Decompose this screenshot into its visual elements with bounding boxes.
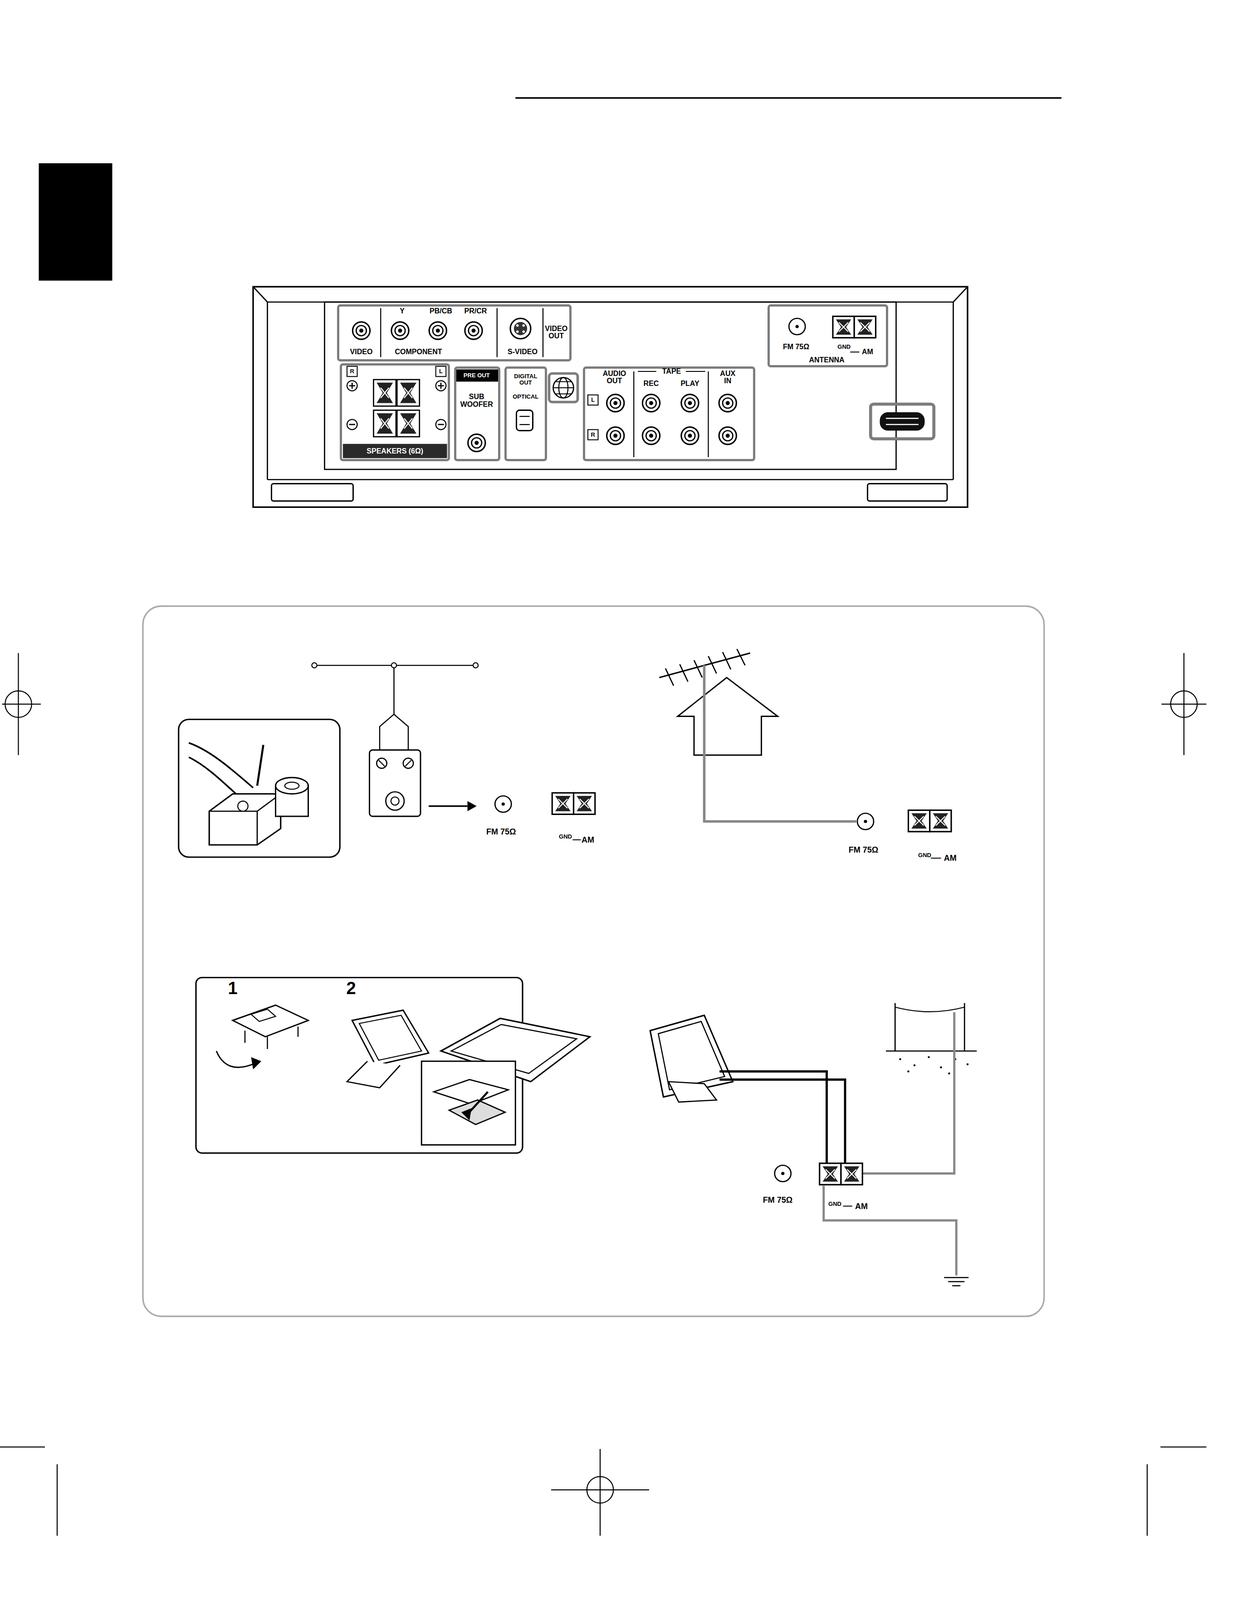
panel-label: ANTENNA [808,356,845,365]
terminal-label: GND [828,1201,842,1208]
panel-group: PRE OUT SUB WOOFER [454,366,500,462]
panel-label: SPEAKERS (6Ω) [366,447,424,455]
panel-group: FM 75Ω GND AM ANTENNA [767,304,889,368]
panel-label: PR/CR [464,307,488,316]
panel-label: AUX IN [719,370,736,386]
terminal-label: FM 75Ω [848,845,879,855]
terminal-label: AM [581,835,595,845]
panel-label: SUB WOOFER [460,393,494,409]
panel-label: TAPE [662,367,681,376]
terminal-label: GND [918,852,932,859]
panel-group: Y PB/CB PR/CR VIDEO COMPONENT S-VIDEO VIDEO OU… [337,304,573,362]
terminal-label: AM [855,1202,868,1211]
panel-label: S-VIDEO [507,348,538,357]
panel-label: VIDEO OUT [544,325,568,341]
panel-group: R L SPEAKERS (6Ω) [339,363,450,462]
panel-group: DIGITAL OUT OPTICAL [504,366,548,462]
panel-label: FM 75Ω [782,343,810,352]
panel-label: REC [643,380,660,388]
panel-label: R [350,368,355,375]
panel-label: AM [861,348,874,357]
panel-label: COMPONENT [395,348,443,357]
terminal-label: FM 75Ω [486,827,516,837]
panel-label: VIDEO [350,348,373,357]
panel-label: PLAY [680,380,700,388]
panel-group: AUDIO OUT TAPEREC PLAY AUX IN L R [582,366,756,462]
terminal-label: FM 75Ω [762,1196,793,1205]
panel-label: R [591,431,596,439]
panel-label: GND [837,343,851,351]
terminal-label: GND [558,833,573,841]
step-number: 2 [346,979,356,998]
panel-label: PRE OUT [463,372,490,379]
panel-label: L [439,368,443,375]
panel-label: AUDIO OUT [602,370,627,386]
panel-label: Y [399,307,405,316]
panel-label: DIGITAL OUT [513,373,538,386]
panel-label: OPTICAL [512,393,539,401]
panel-label: PB/CB [429,307,453,316]
panel-label: L [591,396,595,404]
terminal-label: AM [943,854,957,863]
step-number: 1 [227,979,238,998]
